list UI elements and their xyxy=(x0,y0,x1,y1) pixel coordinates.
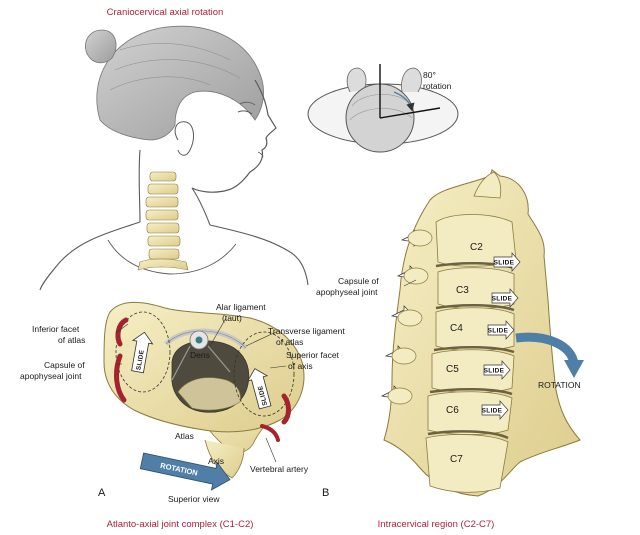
slide-arrow-b-5: SLIDE xyxy=(481,400,509,420)
label-c6: C6 xyxy=(446,405,459,416)
label-axis: Axis xyxy=(208,456,224,466)
slide-arrow-right: SLIDE xyxy=(246,368,272,410)
label-c4: C4 xyxy=(450,323,463,334)
label-inferior-facet-2: of atlas xyxy=(58,335,85,345)
label-alar-ligament-2: (taut) xyxy=(222,313,242,323)
slide-arrow-b-2: SLIDE xyxy=(491,288,519,308)
label-capsule-b: Capsule of xyxy=(338,276,379,286)
caption-panel-a: Atlanto-axial joint complex (C1-C2) xyxy=(107,519,254,530)
vertebra-bodies xyxy=(425,214,517,493)
label-superior-facet-2: of axis xyxy=(288,361,313,371)
head-illustration xyxy=(39,25,309,291)
label-atlas: Atlas xyxy=(175,431,194,441)
label-c3: C3 xyxy=(456,285,469,296)
slide-arrow-b-1: SLIDE xyxy=(493,252,521,272)
label-superior-facet: Superior facet xyxy=(286,350,340,360)
label-vertebral-artery: Vertebral artery xyxy=(250,464,309,474)
slide-arrow-b-3: SLIDE xyxy=(487,320,515,340)
label-c2: C2 xyxy=(470,242,483,253)
label-dens: Dens xyxy=(190,350,210,360)
label-superior-view: Superior view xyxy=(168,494,220,504)
label-capsule-b-2: apophyseal joint xyxy=(316,287,378,297)
slide-arrow-left: SLIDE xyxy=(131,331,154,374)
svg-text:SLIDE: SLIDE xyxy=(135,349,146,371)
label-transverse-ligament-2: of atlas xyxy=(276,337,303,347)
svg-text:SLIDE: SLIDE xyxy=(492,295,513,302)
title-craniocervical: Craniocervical axial rotation xyxy=(107,7,224,18)
svg-text:SLIDE: SLIDE xyxy=(482,407,503,414)
label-capsule-a: Capsule of xyxy=(44,360,85,370)
slide-arrow-b-4: SLIDE xyxy=(483,360,511,380)
panel-b-letter: B xyxy=(322,487,329,499)
label-capsule-a-2: apophyseal joint xyxy=(20,371,82,381)
svg-text:SLIDE: SLIDE xyxy=(488,327,509,334)
panel-b-spine: SLIDE SLIDE SLIDE SLIDE SLIDE C2 C3 C4 C… xyxy=(316,169,584,530)
neck-spine xyxy=(137,171,189,271)
label-c7: C7 xyxy=(450,454,463,465)
label-rotation-b: ROTATION xyxy=(538,380,581,390)
svg-text:SLIDE: SLIDE xyxy=(484,367,505,374)
label-c5: C5 xyxy=(446,364,459,375)
label-transverse-ligament: Transverse ligament xyxy=(268,326,345,336)
label-alar-ligament: Alar ligament xyxy=(216,302,266,312)
panel-a-atlas: SLIDE SLIDE ROTATION Inferior facet of a… xyxy=(20,302,345,530)
rotation-80-degrees: 80° xyxy=(423,70,436,80)
rotation-arrow-b: ROTATION xyxy=(515,332,584,390)
caption-panel-b: Intracervical region (C2-C7) xyxy=(378,519,495,530)
panel-a-letter: A xyxy=(98,487,106,499)
svg-text:SLIDE: SLIDE xyxy=(494,259,515,266)
rotation-80-word: rotation xyxy=(423,81,452,91)
label-inferior-facet: Inferior facet xyxy=(32,324,80,334)
top-view-rotation: 80° rotation xyxy=(307,64,459,153)
rotation-arrow-a: ROTATION xyxy=(139,452,231,491)
